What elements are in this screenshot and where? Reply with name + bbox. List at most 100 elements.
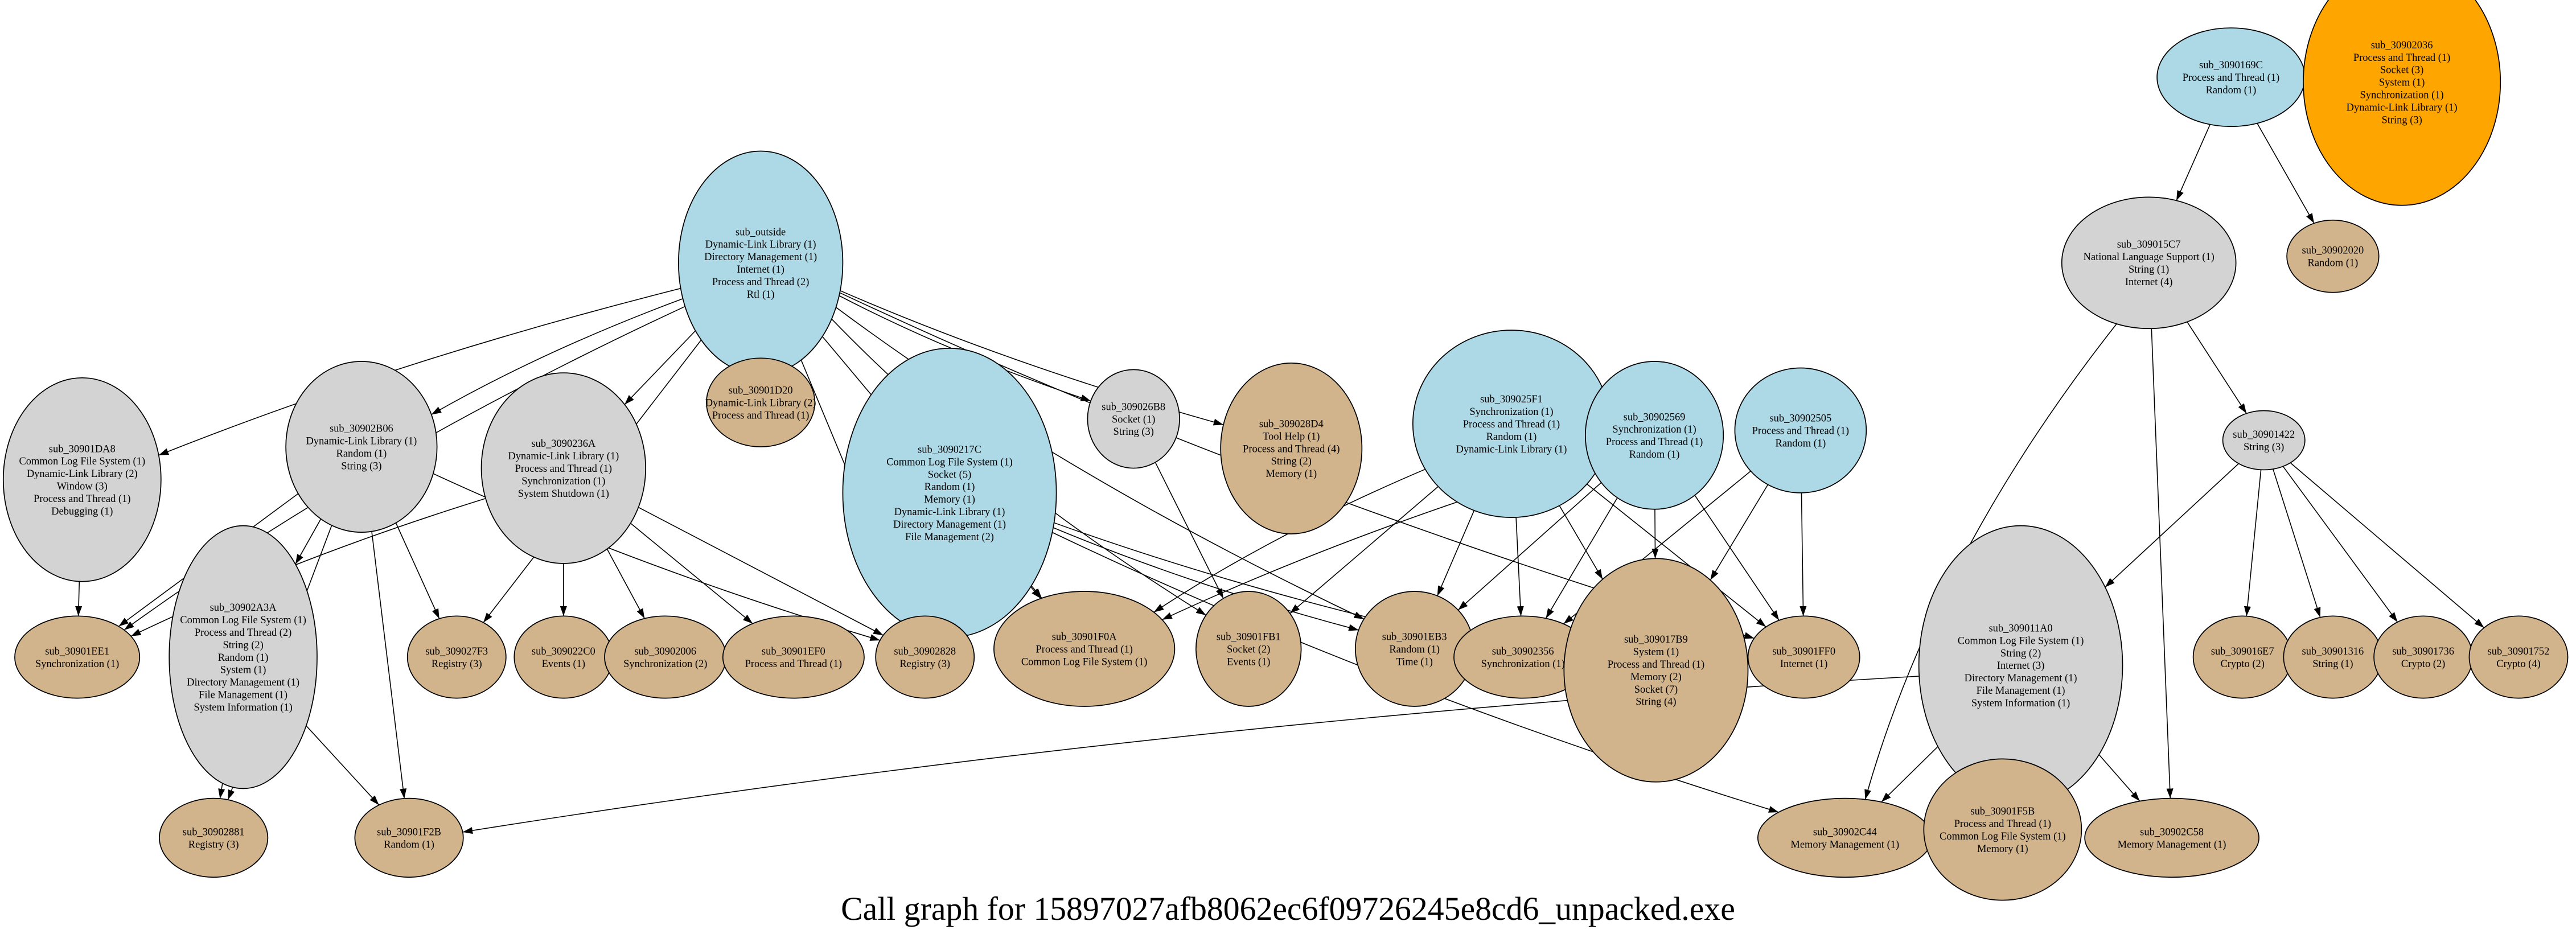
- edge-sub_outside-to-sub_30902B06: [431, 298, 683, 415]
- node-name: sub_30901FF0: [1772, 645, 1835, 657]
- node-ellipse: [1087, 369, 1180, 469]
- node-api-category: Memory Management (1): [1790, 838, 1899, 850]
- node-api-category: Process and Thread (1): [515, 463, 612, 475]
- node-api-category: Common Log File System (1): [1958, 635, 2084, 647]
- node-name: sub_309017B9: [1624, 633, 1688, 645]
- node-ellipse: [2373, 615, 2474, 699]
- edge-sub_30901422-to-sub_30901316: [2273, 468, 2321, 618]
- node-name: sub_3090169C: [2199, 59, 2263, 71]
- edge-sub_309025F1-to-sub_30901EB3: [1437, 510, 1475, 596]
- node-name: sub_30902C44: [1813, 826, 1877, 837]
- node-api-category: String (3): [341, 460, 381, 472]
- node-api-category: Common Log File System (1): [886, 456, 1013, 468]
- node-api-category: Random (1): [218, 652, 269, 664]
- node-api-category: Random (1): [925, 481, 975, 493]
- node-api-category: File Management (1): [199, 689, 287, 701]
- edge-sub_30902B06-to-sub_30901F2B: [371, 531, 407, 799]
- node-ellipse: [14, 615, 141, 699]
- node-api-category: Memory (1): [1266, 468, 1317, 480]
- node-api-category: National Language Support (1): [2084, 251, 2215, 263]
- node-ellipse: [1747, 615, 1860, 699]
- node-ellipse: [875, 615, 975, 699]
- node-name: sub_30901F2B: [377, 826, 441, 837]
- node-api-category: Events (1): [1227, 656, 1270, 668]
- node-ellipse: [1220, 362, 1363, 534]
- node-api-category: Directory Management (1): [187, 677, 299, 689]
- edge-sub_3090236A-to-sub_30902006: [606, 549, 645, 619]
- node-api-category: Process and Thread (1): [1954, 818, 2051, 830]
- node-api-category: Registry (3): [899, 658, 950, 670]
- node-name: sub_30901D20: [729, 385, 793, 396]
- node-ellipse: [169, 525, 318, 789]
- node-api-category: Process and Thread (1): [1463, 418, 1560, 430]
- node-api-category: String (1): [2129, 264, 2169, 275]
- node-api-category: Random (1): [1629, 449, 1680, 460]
- node-api-category: Socket (3): [2380, 64, 2423, 76]
- node-name: sub_30902B06: [330, 422, 393, 434]
- node-api-category: Debugging (1): [51, 505, 113, 517]
- node-api-category: Process and Thread (1): [1752, 425, 1849, 437]
- node-api-category: Random (1): [1486, 431, 1537, 443]
- node-name: sub_309011A0: [1989, 622, 2052, 633]
- node-api-category: Directory Management (1): [893, 519, 1006, 530]
- node-api-category: Process and Thread (1): [1606, 436, 1703, 448]
- node-api-category: Events (1): [542, 658, 585, 670]
- edge-sub_309011A0-to-sub_30902C44: [1881, 746, 1938, 803]
- node-api-category: Registry (3): [188, 838, 239, 850]
- edge-sub_30901422-to-sub_309016E7: [2244, 470, 2262, 616]
- node-api-category: System Information (1): [194, 702, 292, 714]
- node-ellipse: [2303, 0, 2501, 206]
- node-api-category: Socket (5): [928, 468, 971, 480]
- node-api-category: Common Log File System (1): [1021, 656, 1148, 668]
- node-api-category: Memory Management (1): [2118, 838, 2226, 850]
- node-name: sub_309028D4: [1259, 418, 1324, 429]
- graph-title: Call graph for 15897027afb8062ec6f097262…: [841, 891, 1735, 927]
- node-ellipse: [842, 348, 1057, 638]
- node-api-category: Synchronization (1): [521, 475, 605, 487]
- edge-sub_309025F1-to-sub_30902356: [1515, 517, 1524, 616]
- node-api-category: Random (1): [336, 447, 387, 459]
- node-name: sub_30901736: [2392, 645, 2454, 657]
- edge-sub_309011A0-to-sub_30902C58: [2098, 754, 2140, 802]
- edge-sub_309025F1-to-sub_30901FB1: [1289, 486, 1439, 614]
